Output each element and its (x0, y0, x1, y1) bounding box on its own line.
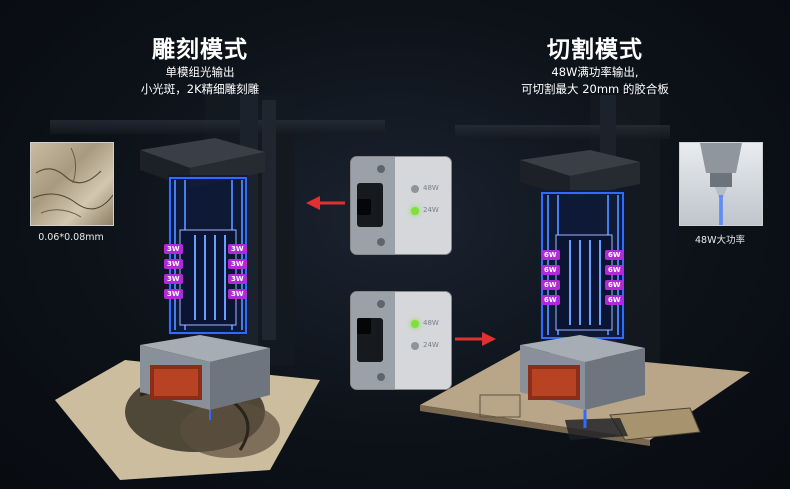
indicator-light-48w (411, 185, 419, 193)
switch-panel-top: 48W 24W (350, 156, 452, 255)
cutting-inset-caption: 48W大功率 (695, 235, 745, 246)
indicator-light-24w (411, 342, 419, 350)
engraving-power-label: 3W (164, 274, 183, 284)
cutting-detail-inset (679, 142, 763, 226)
cutting-power-label: 6W (541, 295, 560, 305)
cutting-power-label: 6W (605, 250, 624, 260)
cutting-subtitle-2: 可切割最大 20mm 的胶合板 (521, 82, 669, 96)
switch-label-high: 48W (423, 184, 439, 192)
switch-panel-bottom: 48W 24W (350, 291, 452, 390)
engraving-power-label: 3W (164, 244, 183, 254)
engraving-power-label: 3W (228, 274, 247, 284)
engraving-subtitle-2: 小光斑，2K精细雕刻雕 (140, 82, 260, 96)
cutting-power-label: 6W (605, 280, 624, 290)
cutting-power-label: 6W (541, 280, 560, 290)
cutting-power-label: 6W (605, 295, 624, 305)
switch-label-low: 24W (423, 206, 439, 214)
cutting-title: 切割模式 (547, 37, 643, 63)
engraving-power-label: 3W (164, 259, 183, 269)
cutting-subtitle-1: 48W满功率输出, (551, 65, 639, 79)
engraving-subtitle-1: 单模组光输出 (165, 65, 235, 79)
engraving-title: 雕刻模式 (152, 37, 248, 63)
switch-label-high-bottom: 48W (423, 319, 439, 327)
engraving-inset-caption: 0.06*0.08mm (38, 232, 104, 243)
engraving-power-label: 3W (228, 244, 247, 254)
arrow-left-icon (306, 196, 345, 210)
engraving-power-label: 3W (228, 259, 247, 269)
engraving-power-label: 3W (228, 289, 247, 299)
engraving-detail-inset (30, 142, 114, 226)
indicator-light-48w-active (411, 320, 419, 328)
engraving-power-label: 3W (164, 289, 183, 299)
cutting-power-label: 6W (541, 250, 560, 260)
cutting-power-label: 6W (605, 265, 624, 275)
arrow-right-icon (455, 332, 496, 346)
cutting-power-label: 6W (541, 265, 560, 275)
switch-label-low-bottom: 24W (423, 341, 439, 349)
indicator-light-24w-active (411, 207, 419, 215)
